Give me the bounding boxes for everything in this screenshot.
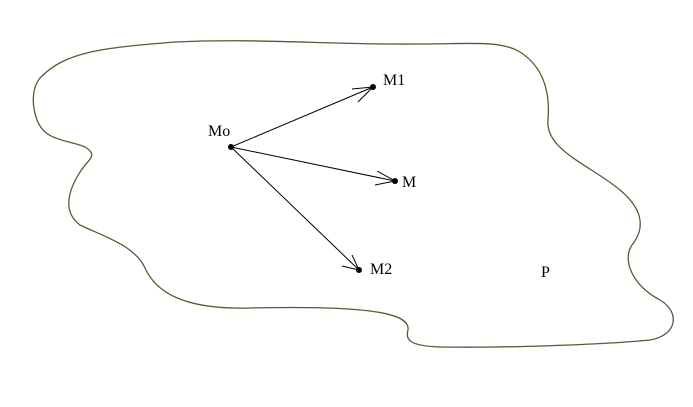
label-m2: M2 bbox=[370, 261, 392, 278]
label-m: M bbox=[402, 174, 416, 191]
point-m-dot bbox=[392, 178, 398, 184]
label-plane-p: P bbox=[541, 264, 550, 281]
label-m1: M1 bbox=[383, 72, 405, 89]
vector-mo-m bbox=[230, 146, 396, 182]
point-m1-dot bbox=[370, 84, 376, 90]
label-mo: Mo bbox=[208, 123, 230, 140]
point-mo-dot bbox=[228, 144, 234, 150]
arrowhead-m bbox=[374, 170, 397, 186]
plane-outline bbox=[32, 40, 674, 348]
vector-mo-m1 bbox=[230, 86, 374, 148]
point-m2-dot bbox=[356, 267, 362, 273]
vector-mo-m2 bbox=[230, 146, 360, 271]
